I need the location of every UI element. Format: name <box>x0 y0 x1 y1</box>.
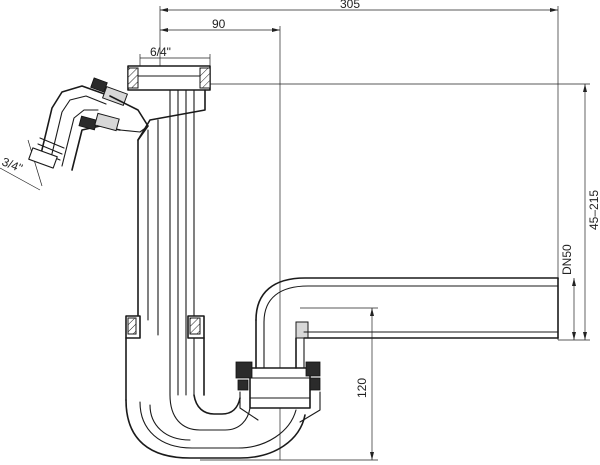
siphon-body <box>125 89 206 401</box>
dim-90-label: 90 <box>212 17 226 31</box>
dim-side-inlet-label: 3/4" <box>0 155 25 176</box>
tailpipe <box>169 89 195 396</box>
dim-305-label: 305 <box>340 0 360 11</box>
dim-height-range-label: 45–215 <box>587 190 600 230</box>
dim-outlet-diameter-label: DN50 <box>560 244 574 275</box>
side-inlet <box>28 77 149 171</box>
dim-inlet-size-label: 6/4" <box>150 45 171 59</box>
outlet-nut <box>235 361 321 423</box>
outlet-riser <box>255 277 559 369</box>
dim-trap-height-label: 120 <box>355 378 369 398</box>
dimension-lines <box>0 6 590 461</box>
top-nut <box>127 65 211 91</box>
u-bend <box>125 394 306 459</box>
